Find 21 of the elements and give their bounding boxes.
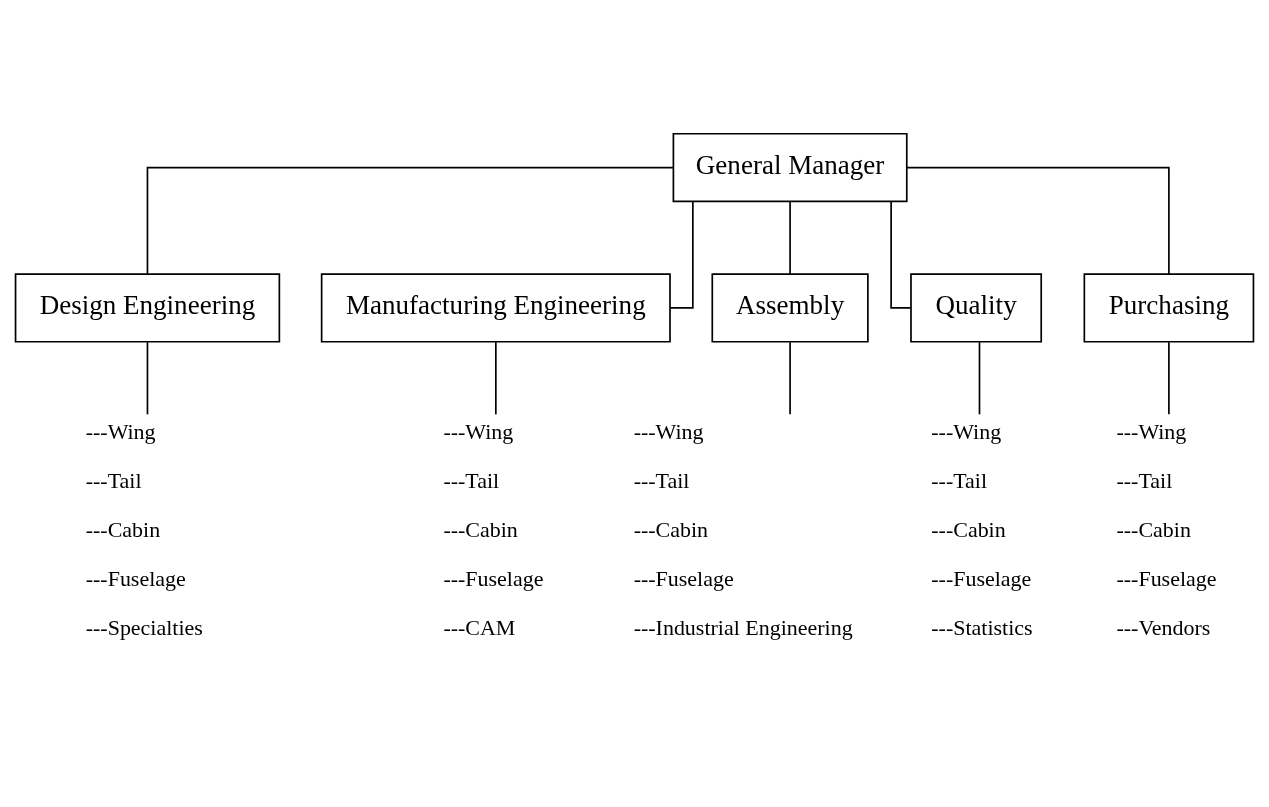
node-text: ---Wing ---Tail ---Cabin ---Fuselage ---Industrial Engineering — [633, 418, 853, 641]
node-text: ---Wing ---Tail ---Cabin ---Fuselage ---Statistics — [931, 418, 1033, 641]
node-text: ---Wing ---Tail ---Cabin ---Fuselage ---Specialties — [85, 418, 203, 641]
node-box: General Manager — [672, 132, 908, 203]
node-box: Manufacturing Engineering — [320, 273, 671, 343]
connector — [978, 341, 981, 416]
connector — [146, 341, 149, 416]
node-box: Design Engineering — [14, 273, 281, 343]
connector — [669, 200, 694, 309]
node-box: Assembly — [711, 273, 869, 343]
connector — [789, 200, 791, 275]
connector — [146, 166, 674, 275]
connector — [906, 166, 1170, 275]
connector — [495, 341, 497, 416]
node-box: Purchasing — [1083, 273, 1255, 343]
node-text: ---Wing ---Tail ---Cabin ---Fuselage ---CAM — [443, 418, 544, 641]
connector — [789, 341, 791, 416]
node-text: ---Wing ---Tail ---Cabin ---Fuselage ---Vendors — [1116, 418, 1217, 641]
connector — [1168, 341, 1170, 416]
connector — [890, 200, 912, 309]
node-box: Quality — [910, 273, 1043, 343]
